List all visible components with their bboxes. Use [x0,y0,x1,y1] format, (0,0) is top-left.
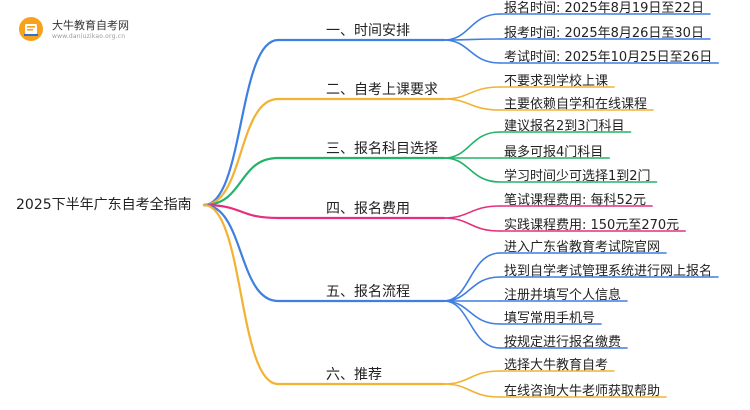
leaf-connector [443,157,501,183]
branch-connector [202,156,280,207]
leaf-connector [443,131,501,159]
leaf-connector [443,38,501,41]
logo-book-icon [19,17,43,41]
leaf-topic: 笔试课程费用: 每科52元 [504,193,647,208]
logo: 大牛教育自考网 www.daniuzikao.org.cn [14,12,164,46]
leaf-topic: 学习时间少可选择1到2门 [504,169,651,184]
leaf-connector [443,205,501,219]
branch-topic: 三、报名科目选择 [326,141,438,157]
leaf-connector [443,276,501,302]
leaf-topic: 在线咨询大牛老师获取帮助 [504,384,661,399]
leaf-connector [443,98,501,111]
branch-connector [202,203,280,303]
leaf-connector [443,86,501,100]
leaf-topic: 选择大牛教育自考 [504,358,609,373]
leaf-topic: 最多可报4门科目 [504,145,604,160]
branch-connector [202,203,280,220]
leaf-connector [443,217,501,232]
branch-connector [202,203,280,386]
leaf-topic: 报名时间: 2025年8月19日至22日 [504,1,704,16]
leaf-topic: 找到自学考试管理系统进行网上报名 [504,264,713,279]
logo-url: www.daniuzikao.org.cn [52,33,126,40]
logo-name: 大牛教育自考网 [52,19,129,32]
leaf-connector [443,300,501,349]
root-topic: 2025下半年广东自考全指南 [16,197,192,213]
branch-topic: 五、报名流程 [326,284,410,300]
leaf-connector [443,252,501,302]
leaf-topic: 填写常用手机号 [504,311,596,326]
leaf-connector [443,13,501,41]
leaf-topic: 进入广东省教育考试院官网 [504,240,661,255]
branch-connector [202,38,280,207]
leaf-connector [443,39,501,64]
leaf-connector [443,383,501,398]
branch-topic: 四、报名费用 [326,201,410,217]
leaf-topic: 实践课程费用: 150元至270元 [504,218,680,233]
branch-connector [202,97,280,207]
leaf-topic: 不要求到学校上课 [504,74,609,89]
branch-topic: 六、推荐 [326,367,382,383]
leaf-connector [443,300,501,325]
leaf-topic: 报考时间: 2025年8月26日至30日 [504,26,704,41]
leaf-topic: 按规定进行报名缴费 [504,335,622,350]
leaf-topic: 考试时间: 2025年10月25日至26日 [504,50,713,65]
branch-topic: 二、自考上课要求 [326,82,438,98]
branch-topic: 一、时间安排 [326,23,410,39]
leaf-connector [443,370,501,385]
leaf-topic: 主要依赖自学和在线课程 [504,97,648,112]
leaf-topic: 注册并填写个人信息 [504,288,622,303]
leaf-topic: 建议报名2到3门科目 [504,119,625,134]
